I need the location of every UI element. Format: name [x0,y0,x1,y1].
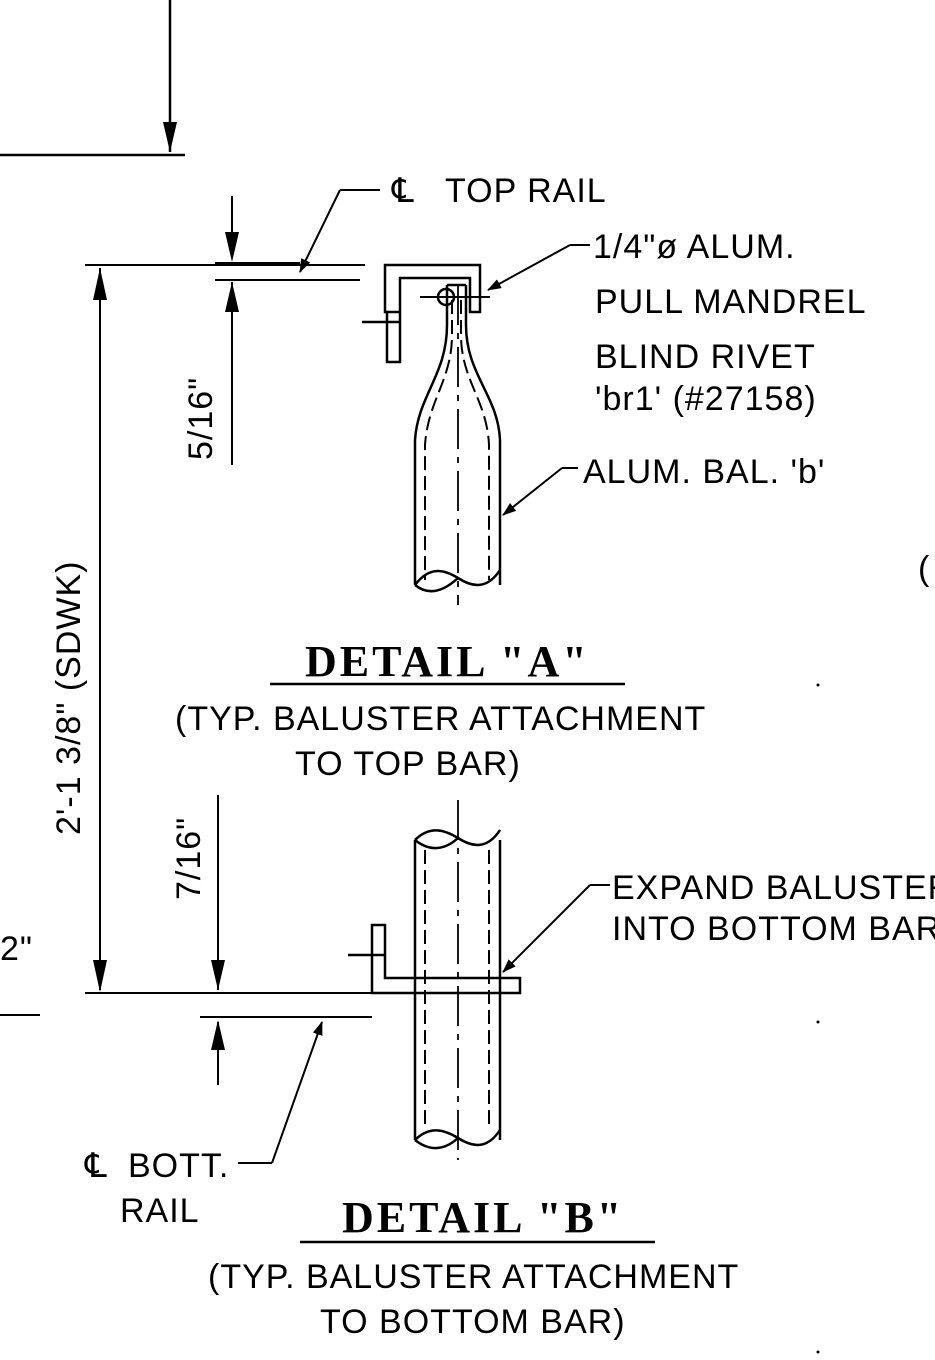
dimension-5-16 [215,196,360,465]
bottom-rail-profile [348,923,522,995]
svg-text:EXPAND BALUSTER: EXPAND BALUSTER [612,869,935,907]
bottom-rail-centerline-label: ℄ BOTT. RAIL [84,1021,323,1230]
svg-text:BOTT.: BOTT. [128,1147,229,1185]
svg-text:2": 2" [0,930,33,968]
overall-dimension-text: 2'-1 3/8" (SDWK) [50,560,88,835]
dimension-7-16 [200,795,372,1085]
svg-text:ALUM. BAL. 'b': ALUM. BAL. 'b' [583,453,825,491]
centerline-symbol-icon: ℄ [84,1147,108,1185]
svg-text:INTO BOTTOM BAR: INTO BOTTOM BAR [612,910,935,948]
svg-text:1/4"ø ALUM.: 1/4"ø ALUM. [593,228,796,266]
detail-b-caption-line2: TO BOTTOM BAR) [320,1303,626,1341]
detail-a-title: DETAIL "A" [305,637,590,686]
baluster-callout: ALUM. BAL. 'b' [502,453,825,516]
svg-text:RAIL: RAIL [120,1192,200,1230]
detail-b-caption-line1: (TYP. BALUSTER ATTACHMENT [208,1258,739,1296]
top-rail-centerline-label: ℄ TOP RAIL [299,172,607,273]
right-edge-fragment: ( [918,550,930,588]
expand-callout: EXPAND BALUSTER INTO BOTTOM BAR [502,869,935,973]
svg-text:'br1' (#27158): 'br1' (#27158) [595,380,817,418]
detail-b-title: DETAIL "B" [342,1193,624,1242]
speck [816,683,820,687]
svg-text:TOP RAIL: TOP RAIL [445,172,607,210]
dim-bottom-text: 7/16" [170,817,208,900]
overall-dimension-line [85,264,372,994]
speck [816,1350,820,1354]
speck [816,1020,820,1024]
left-edge-dimension-fragment: 2" [0,930,40,1016]
dim-top-text: 5/16" [182,377,220,460]
svg-text:BLIND RIVET: BLIND RIVET [595,338,816,376]
baluster-a [413,283,502,605]
svg-text:PULL MANDREL: PULL MANDREL [595,283,866,321]
detail-a-caption-line1: (TYP. BALUSTER ATTACHMENT [175,700,706,738]
rivet-callout: 1/4"ø ALUM. PULL MANDREL BLIND RIVET 'br… [487,228,866,418]
detail-a-caption-line2: TO TOP BAR) [295,745,521,783]
baluster-b [413,800,502,1160]
top-left-fragment [0,0,185,157]
centerline-symbol-icon: ℄ [391,172,415,210]
